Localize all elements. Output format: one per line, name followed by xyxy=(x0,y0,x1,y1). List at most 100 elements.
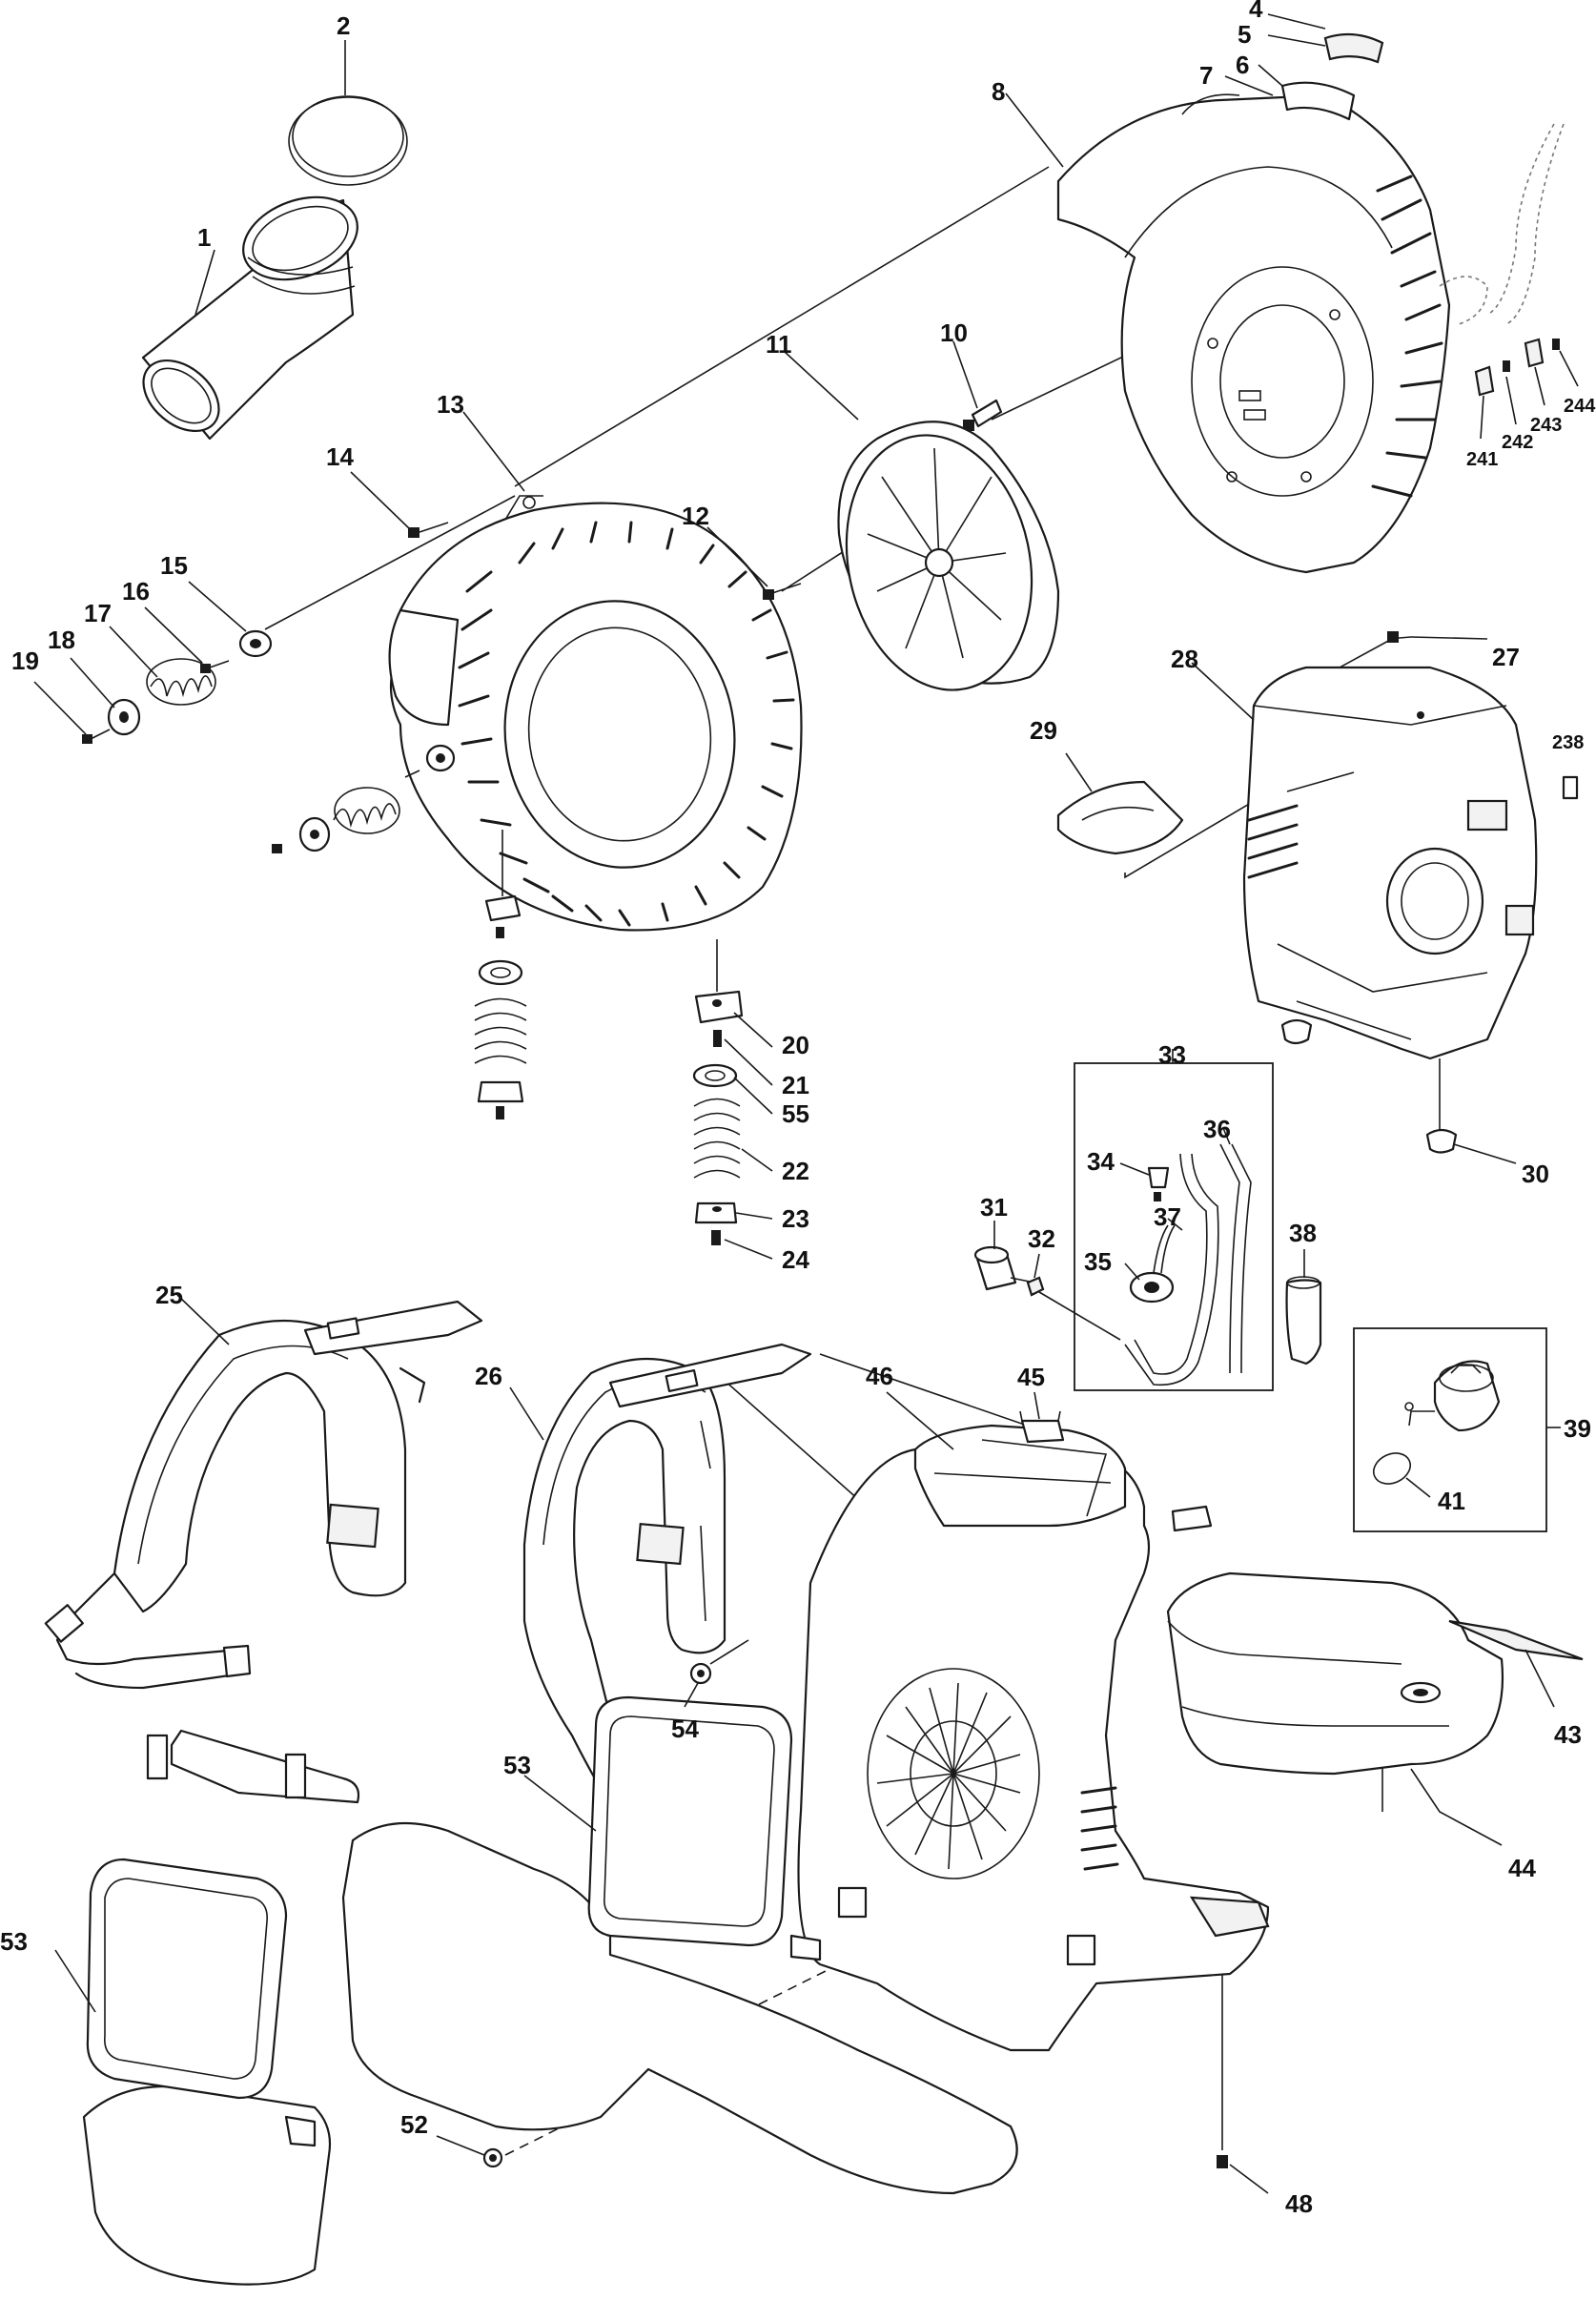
leader-53a xyxy=(54,1949,96,2013)
leader-29 xyxy=(1065,752,1093,792)
leader-241 xyxy=(1480,395,1484,440)
part-27-bolt xyxy=(1386,631,1412,643)
part-5-cap xyxy=(1323,32,1384,64)
label-35: 35 xyxy=(1084,1247,1112,1276)
leader-11 xyxy=(783,350,859,421)
leader-21 xyxy=(724,1038,773,1086)
label-25: 25 xyxy=(155,1281,183,1309)
label-28: 28 xyxy=(1171,645,1198,673)
part-32-clip xyxy=(1026,1276,1121,1341)
label-238: 238 xyxy=(1552,732,1584,753)
leader-34 xyxy=(1119,1162,1150,1176)
part-10-bolt xyxy=(963,399,1003,431)
part-45-bracket xyxy=(1019,1410,1213,1532)
leader-19 xyxy=(33,681,87,735)
part-52-screw xyxy=(482,2147,503,2168)
label-2: 2 xyxy=(337,11,350,40)
part-38-hose xyxy=(1285,1276,1322,1366)
label-6: 6 xyxy=(1236,51,1249,79)
leader-48 xyxy=(1229,2164,1269,2194)
part-34-vent xyxy=(1147,1166,1170,1201)
label-32: 32 xyxy=(1028,1224,1055,1253)
leader-41 xyxy=(1405,1477,1431,1498)
part-53-back-pad-left xyxy=(82,1858,332,2286)
label-43: 43 xyxy=(1554,1720,1582,1749)
label-24: 24 xyxy=(782,1245,809,1274)
part-244-strap-ghost xyxy=(1439,123,1565,325)
leader-43 xyxy=(1524,1649,1555,1708)
label-18: 18 xyxy=(48,626,75,654)
part-14-screw xyxy=(408,522,449,538)
leader-10 xyxy=(952,340,978,409)
part-28-engine-frame xyxy=(1242,666,1538,1060)
label-20: 20 xyxy=(782,1031,809,1059)
frame-grille xyxy=(867,1668,1040,1879)
leader-17 xyxy=(109,626,158,678)
part-8-fan-housing xyxy=(1056,93,1451,574)
label-53a: 53 xyxy=(0,1927,28,1956)
leader-243 xyxy=(1534,366,1545,406)
label-48: 48 xyxy=(1285,2189,1313,2218)
part-13-front-housing xyxy=(388,495,803,932)
leader-244 xyxy=(1559,350,1579,387)
label-30: 30 xyxy=(1522,1160,1549,1188)
vibration-mount-lower xyxy=(474,830,527,1119)
part-23-damper-cap xyxy=(694,1201,738,1224)
part-21-screw xyxy=(713,1030,722,1047)
label-22: 22 xyxy=(782,1157,809,1185)
label-5: 5 xyxy=(1238,20,1251,49)
part-2-ring xyxy=(288,95,408,186)
label-19: 19 xyxy=(11,647,39,675)
leader-36 xyxy=(1222,1127,1231,1145)
assembly-line-15-13 xyxy=(264,495,516,630)
part-48-bolt xyxy=(1217,1974,1228,2168)
leader-53b xyxy=(523,1775,597,1832)
leader-52 xyxy=(436,2135,485,2156)
leader-45 xyxy=(1033,1391,1040,1420)
label-33: 33 xyxy=(1158,1040,1186,1069)
part-39-group-box xyxy=(1353,1327,1547,1532)
label-244: 244 xyxy=(1564,396,1596,417)
part-6-seal xyxy=(1280,81,1356,121)
part-12-screw xyxy=(763,583,802,600)
label-243: 243 xyxy=(1530,415,1562,436)
assembly-line-13-8 xyxy=(514,166,1050,487)
label-52: 52 xyxy=(400,2110,428,2139)
label-39: 39 xyxy=(1564,1414,1591,1443)
hip-belt xyxy=(146,1729,360,1804)
part-11-impeller xyxy=(837,421,1060,691)
label-4: 4 xyxy=(1249,0,1263,23)
label-45: 45 xyxy=(1017,1363,1045,1391)
label-23: 23 xyxy=(782,1204,809,1233)
label-13: 13 xyxy=(437,390,464,419)
vibration-mount-middle xyxy=(272,744,456,853)
label-10: 10 xyxy=(940,318,968,347)
leader-30 xyxy=(1453,1143,1517,1164)
label-11: 11 xyxy=(766,330,792,359)
leader-32 xyxy=(1033,1253,1040,1279)
label-8: 8 xyxy=(992,77,1005,106)
part-17-spring xyxy=(146,658,216,706)
label-1: 1 xyxy=(197,223,211,252)
leader-24 xyxy=(724,1239,773,1260)
label-16: 16 xyxy=(122,577,150,606)
part-55-washer xyxy=(692,1063,738,1088)
part-46-backpack-frame xyxy=(797,1424,1270,2052)
label-44: 44 xyxy=(1508,1854,1536,1882)
part-24-screw xyxy=(711,1230,721,1245)
leader-242 xyxy=(1505,376,1517,425)
label-29: 29 xyxy=(1030,716,1057,745)
label-21: 21 xyxy=(782,1071,809,1099)
leader-35 xyxy=(1124,1263,1140,1281)
leader-37 xyxy=(1167,1218,1183,1231)
part-39-fuel-cap xyxy=(1404,1360,1501,1432)
leader-1 xyxy=(194,249,215,316)
label-241: 241 xyxy=(1466,449,1498,470)
leader-26 xyxy=(509,1386,544,1441)
part-30-grommet xyxy=(1280,1018,1458,1154)
leader-15 xyxy=(188,581,247,632)
leader-44 xyxy=(1410,1768,1503,1846)
part-238-tag xyxy=(1562,775,1579,800)
label-53b: 53 xyxy=(503,1751,531,1779)
